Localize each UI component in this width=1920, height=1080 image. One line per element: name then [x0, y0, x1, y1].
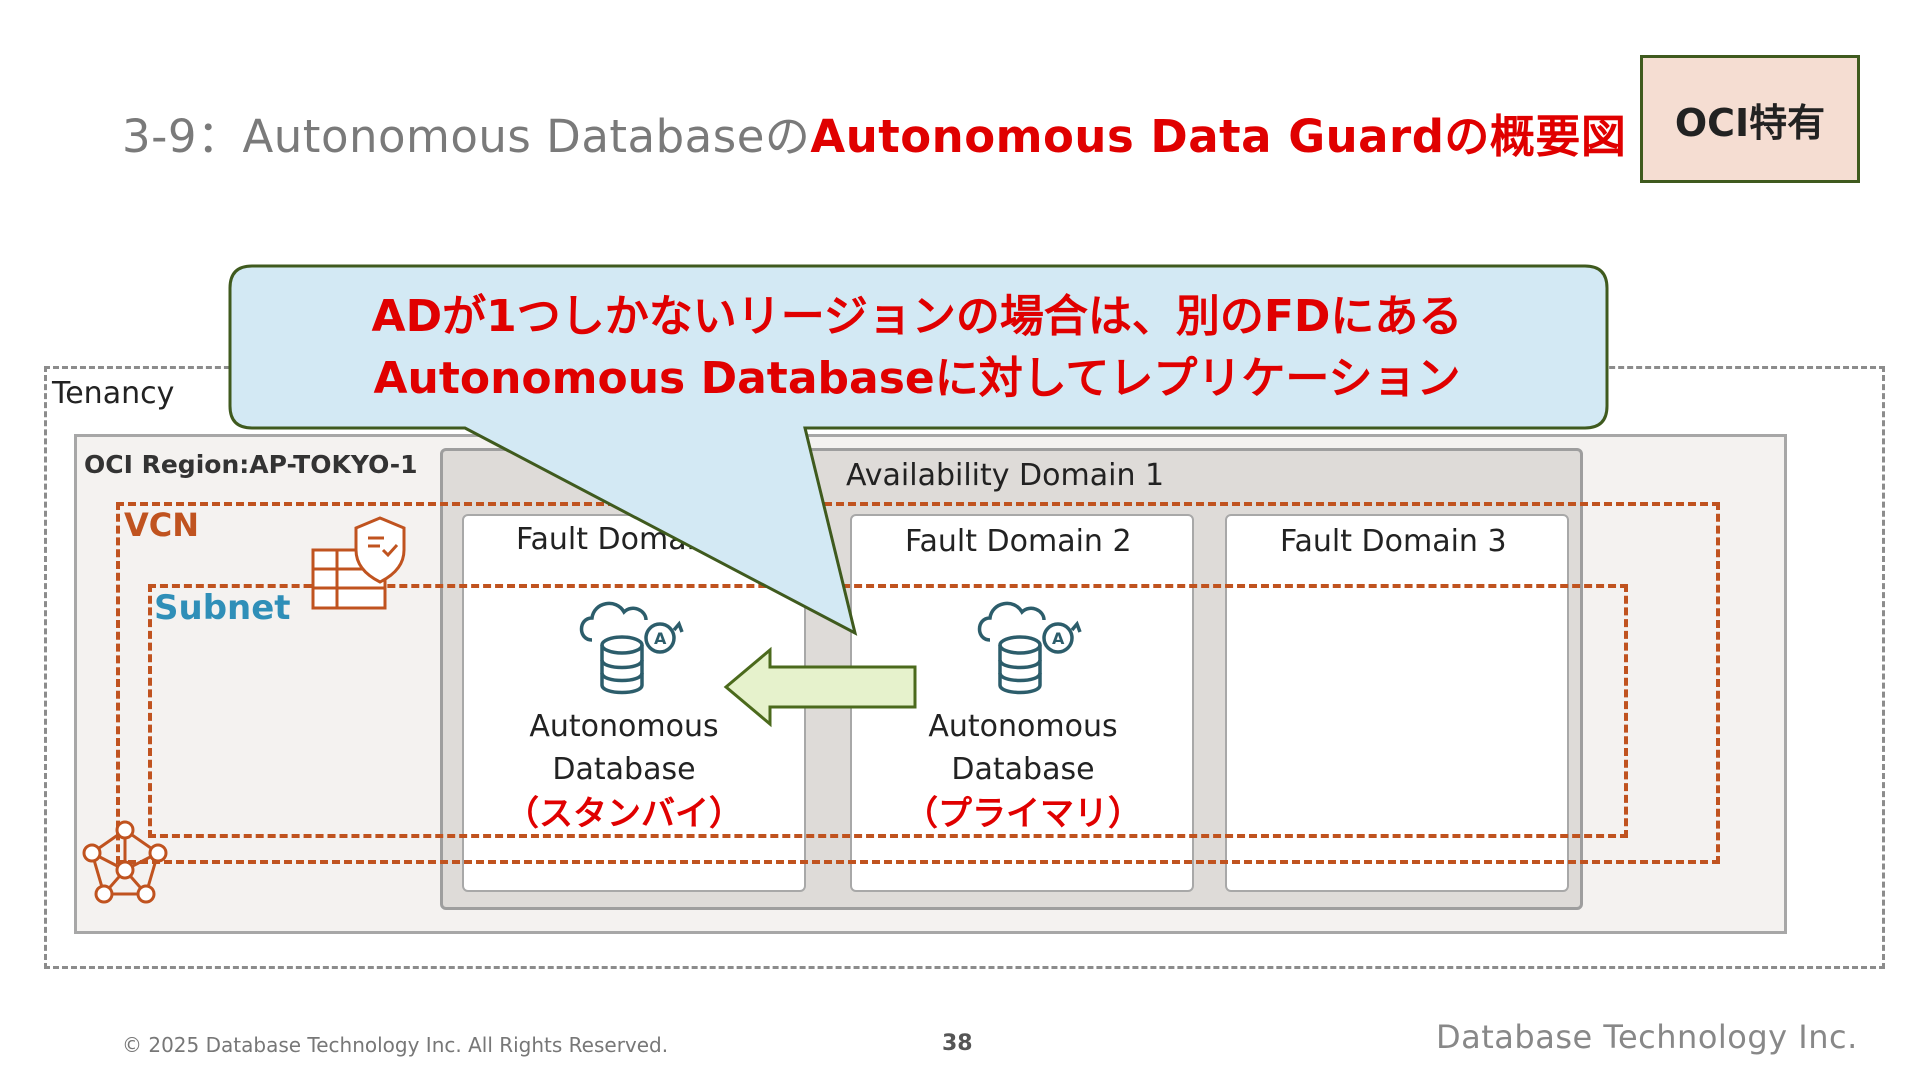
standby-database-name-line2: Database — [552, 752, 696, 787]
title-highlight: Autonomous Data Guardの概要図 — [810, 110, 1627, 163]
standby-role-label: （スタンバイ） — [505, 794, 743, 834]
slide-title: 3-9：Autonomous DatabaseのAutonomous Data … — [122, 100, 1670, 165]
primary-role-label: （プライマリ） — [904, 794, 1142, 834]
autonomous-database-icon-standby: A — [579, 601, 684, 695]
standby-database-name-line1: Autonomous — [529, 709, 719, 744]
callout-text: ADが1つしかないリージョンの場合は、別のFDにある Autonomous Da… — [232, 286, 1602, 410]
availability-domain-label: Availability Domain 1 — [846, 458, 1165, 493]
svg-text:A: A — [1052, 629, 1065, 648]
subnet-label: Subnet — [154, 588, 291, 628]
title-prefix: 3-9：Autonomous Databaseの — [122, 110, 811, 163]
callout-line-2: Autonomous Databaseに対してレプリケーション — [373, 353, 1461, 404]
callout-shape — [228, 264, 1609, 636]
oci-specific-badge: OCI特有 — [1640, 55, 1860, 183]
security-list-icon — [311, 516, 406, 610]
fault-domain-3-label: Fault Domain 3 — [1280, 524, 1507, 559]
fault-domain-3-box — [1225, 514, 1569, 892]
replication-arrow-icon — [723, 646, 917, 728]
autonomous-database-icon-primary: A — [977, 601, 1082, 695]
footer-copyright: © 2025 Database Technology Inc. All Righ… — [122, 1033, 669, 1057]
primary-database-name-line2: Database — [951, 752, 1095, 787]
page-number: 38 — [942, 1031, 973, 1056]
primary-database-name-line1: Autonomous — [928, 709, 1118, 744]
vcn-label: VCN — [124, 506, 200, 544]
fault-domain-2-label: Fault Domain 2 — [905, 524, 1132, 559]
callout-line-1: ADが1つしかないリージョンの場合は、別のFDにある — [371, 291, 1463, 342]
vcn-network-icon — [82, 820, 168, 904]
svg-text:A: A — [654, 629, 667, 648]
region-label: OCI Region:AP-TOKYO-1 — [84, 450, 418, 479]
tenancy-label: Tenancy — [52, 376, 175, 411]
vcn-container — [116, 502, 1720, 864]
subnet-container — [148, 584, 1628, 838]
footer-company-logo: Database Technology Inc. — [1436, 1018, 1858, 1056]
